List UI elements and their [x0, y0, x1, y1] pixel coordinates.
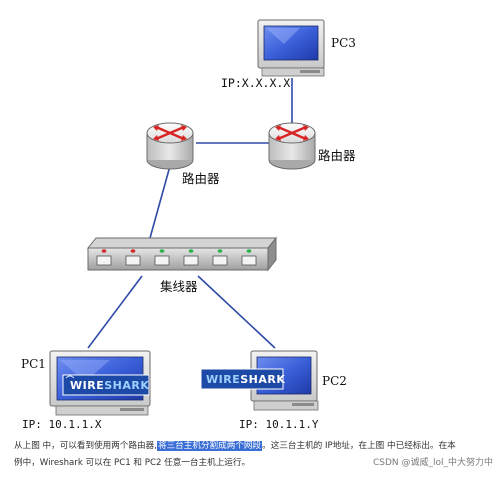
- hub-leds: [101, 249, 252, 253]
- hub-led-2: [130, 249, 136, 253]
- pc2-name: PC2: [322, 374, 347, 388]
- router-right-label: 路由器: [318, 148, 356, 163]
- link-hub-pc1: [87, 275, 143, 349]
- pc2-shark-part: SHARK: [240, 373, 286, 386]
- pc1-wireshark-logo: [62, 374, 150, 396]
- caption-line1-post: 。这三台主机的 IP地址，在上图 中已经标出。在本: [262, 441, 456, 451]
- links: [87, 78, 293, 349]
- router-right-icon[interactable]: [268, 122, 316, 170]
- pc2-ip: IP: 10.1.1.Y: [239, 418, 319, 431]
- pc2-wireshark-text: WIRESHARK: [206, 373, 285, 386]
- pc1-ip: IP: 10.1.1.X: [22, 418, 102, 431]
- pc1-wire-part: WIRE: [70, 379, 105, 392]
- pc3-name: PC3: [331, 36, 356, 50]
- link-router-left-hub: [149, 165, 171, 239]
- pc1-shark-part: SHARK: [104, 379, 150, 392]
- router-left-icon[interactable]: [146, 122, 194, 170]
- csdn-watermark: CSDN @诚威_lol_中大努力中: [372, 458, 493, 468]
- figure-caption: 从上图 中，可以看到使用两个路由器,将三台主机分割成两个网段。这三台主机的 IP…: [14, 438, 494, 472]
- hub-led-6: [246, 249, 252, 253]
- hub-led-5: [217, 249, 223, 253]
- router-left-label: 路由器: [182, 171, 220, 186]
- hub-ports: [96, 255, 257, 266]
- caption-highlight: 将三台主机分割成两个网段: [156, 441, 263, 451]
- hub-icon[interactable]: [86, 236, 278, 272]
- caption-line2: 例中，Wireshark 可以在 PC1 和 PC2 任意一台主机上运行。: [14, 458, 251, 468]
- pc2-wire-part: WIRE: [206, 373, 241, 386]
- hub-led-4: [188, 249, 194, 253]
- hub-led-3: [159, 249, 165, 253]
- pc1-wireshark-text: WIRESHARK: [70, 379, 149, 392]
- link-hub-pc2: [197, 275, 276, 349]
- hub-label: 集线器: [160, 279, 198, 294]
- pc3-ip: IP:X.X.X.X: [221, 76, 291, 90]
- caption-line1-pre: 从上图 中，可以看到使用两个路由器,: [14, 441, 157, 451]
- pc3-computer-icon[interactable]: [257, 19, 325, 77]
- hub-led-1: [101, 249, 107, 253]
- pc1-name: PC1: [21, 357, 46, 371]
- pc2-wireshark-logo: [200, 368, 284, 390]
